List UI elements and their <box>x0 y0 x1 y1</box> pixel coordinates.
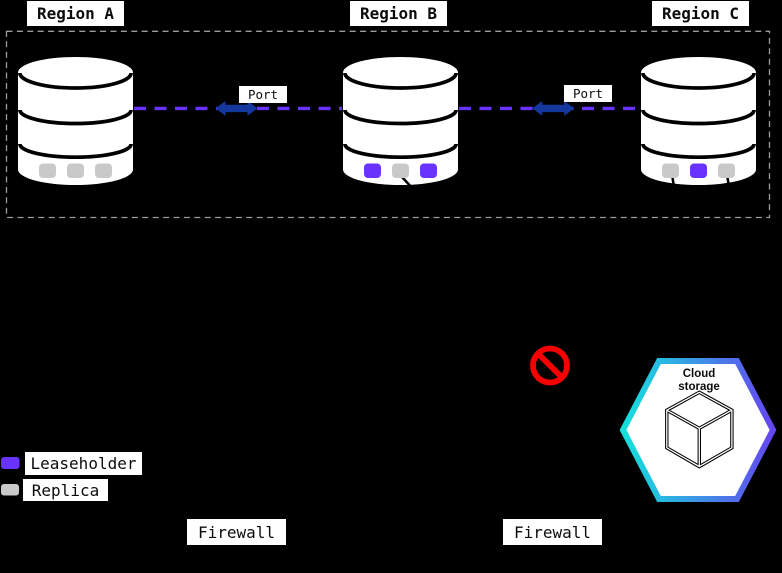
database-icon-region-a <box>18 57 133 185</box>
cloud-storage-label: Cloud storage <box>639 368 759 394</box>
bidirectional-arrow-icon-a-b <box>215 101 258 116</box>
replica-slot <box>392 163 409 178</box>
leaseholder-slot <box>364 163 381 178</box>
legend-replica-label: Replica <box>23 479 108 501</box>
legend-leaseholder-label: Leaseholder <box>25 452 142 475</box>
firewall-label-1: Firewall <box>187 519 286 545</box>
database-icon-region-b <box>343 57 458 191</box>
cluster-boundary <box>5 30 771 219</box>
annotation-leader-line <box>401 176 415 191</box>
no-entry-icon <box>530 345 570 386</box>
leaseholder-slot <box>420 163 437 178</box>
firewall-label-2: Firewall <box>503 519 602 545</box>
replica-slot <box>39 163 56 178</box>
cloud-storage-hexagon <box>619 358 777 502</box>
replica-slot <box>67 163 84 178</box>
cube-icon <box>665 390 734 469</box>
leaseholder-slot <box>690 163 707 178</box>
replica-slot <box>662 163 679 178</box>
database-icon-region-c <box>641 57 756 191</box>
region-b-label: Region B <box>350 1 447 26</box>
cloud-storage-label-line2: storage <box>678 381 720 393</box>
region-c-label: Region C <box>652 1 749 26</box>
replica-slot <box>95 163 112 178</box>
port-label-a-b: Port <box>239 85 287 103</box>
replica-swatch <box>1 484 19 496</box>
region-a-label: Region A <box>27 1 124 26</box>
replica-slot <box>718 163 735 178</box>
cloud-storage-label-line1: Cloud <box>682 368 716 380</box>
leaseholder-swatch <box>1 457 20 469</box>
port-label-b-c: Port <box>564 85 612 102</box>
bidirectional-arrow-icon-b-c <box>532 101 575 116</box>
